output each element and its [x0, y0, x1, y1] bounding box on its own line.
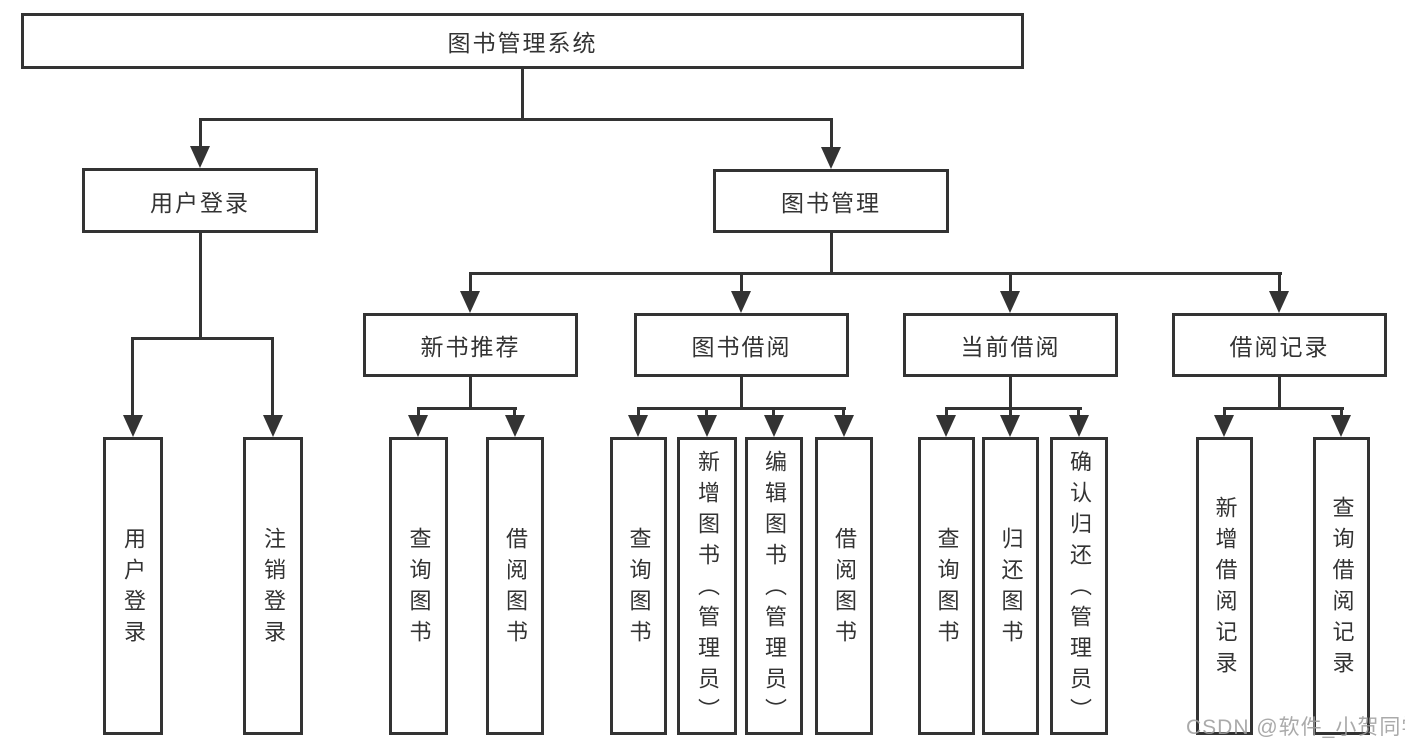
node-query-borrow-record: 查询借阅记录: [1313, 437, 1370, 735]
connector-line: [131, 337, 274, 340]
connector-line: [271, 337, 274, 417]
csdn-watermark: CSDN @软件_小贺同学: [1186, 716, 1405, 739]
connector-line: [842, 407, 845, 418]
node-add-books-admin: 新增图书（管理员）: [677, 437, 737, 735]
node-logout-leaf: 注销登录: [243, 437, 303, 735]
connector-line: [740, 377, 743, 407]
connector-line: [1009, 272, 1012, 293]
connector-line: [945, 407, 948, 418]
connector-line: [740, 272, 743, 293]
connector-line: [199, 118, 202, 148]
connector-line: [469, 272, 472, 293]
arrow-down-icon: [123, 415, 143, 437]
connector-line: [830, 118, 833, 149]
connector-line: [1340, 407, 1343, 418]
connector-line: [1223, 407, 1226, 418]
node-library-management-system: 图书管理系统: [21, 13, 1024, 69]
node-confirm-return-admin: 确认归还（管理员）: [1050, 437, 1108, 735]
node-borrowing-records: 借阅记录: [1172, 313, 1387, 377]
node-book-management: 图书管理: [713, 169, 949, 233]
connector-line: [469, 272, 1282, 275]
node-current-borrowing: 当前借阅: [903, 313, 1118, 377]
connector-line: [1278, 272, 1281, 293]
arrow-down-icon: [1331, 415, 1351, 437]
connector-line: [1077, 407, 1080, 418]
arrow-down-icon: [697, 415, 717, 437]
node-user-login: 用户登录: [82, 168, 318, 233]
arrow-down-icon: [936, 415, 956, 437]
node-book-borrowing: 图书借阅: [634, 313, 849, 377]
arrow-down-icon: [821, 147, 841, 169]
connector-line: [945, 407, 1082, 410]
arrow-down-icon: [834, 415, 854, 437]
connector-line: [772, 407, 775, 418]
arrow-down-icon: [505, 415, 525, 437]
connector-line: [637, 407, 846, 410]
node-add-borrow-record: 新增借阅记录: [1196, 437, 1253, 735]
arrow-down-icon: [408, 415, 428, 437]
arrow-down-icon: [1000, 291, 1020, 313]
node-query-books-current: 查询图书: [918, 437, 975, 735]
connector-line: [469, 377, 472, 407]
connector-line: [199, 233, 202, 337]
arrow-down-icon: [628, 415, 648, 437]
arrow-down-icon: [263, 415, 283, 437]
arrow-down-icon: [460, 291, 480, 313]
node-user-login-leaf: 用户登录: [103, 437, 163, 735]
arrow-down-icon: [1269, 291, 1289, 313]
node-borrow-books-recommend: 借阅图书: [486, 437, 544, 735]
connector-line: [199, 118, 833, 121]
node-query-books-recommend: 查询图书: [389, 437, 448, 735]
arrow-down-icon: [1214, 415, 1234, 437]
connector-line: [417, 407, 517, 410]
arrow-down-icon: [1000, 415, 1020, 437]
node-query-books-borrowing: 查询图书: [610, 437, 667, 735]
connector-line: [637, 407, 640, 418]
arrow-down-icon: [764, 415, 784, 437]
connector-line: [830, 233, 833, 272]
connector-line: [131, 337, 134, 417]
connector-line: [1223, 407, 1344, 410]
node-return-books: 归还图书: [982, 437, 1039, 735]
node-edit-books-admin: 编辑图书（管理员）: [745, 437, 803, 735]
connector-line: [705, 407, 708, 418]
connector-line: [1009, 407, 1012, 418]
node-new-book-recommendation: 新书推荐: [363, 313, 578, 377]
arrow-down-icon: [1069, 415, 1089, 437]
node-borrow-books-leaf: 借阅图书: [815, 437, 873, 735]
connector-line: [513, 407, 516, 418]
connector-line: [1278, 377, 1281, 407]
connector-line: [417, 407, 420, 418]
connector-line: [521, 69, 524, 118]
arrow-down-icon: [190, 146, 210, 168]
arrow-down-icon: [731, 291, 751, 313]
connector-line: [1009, 377, 1012, 407]
